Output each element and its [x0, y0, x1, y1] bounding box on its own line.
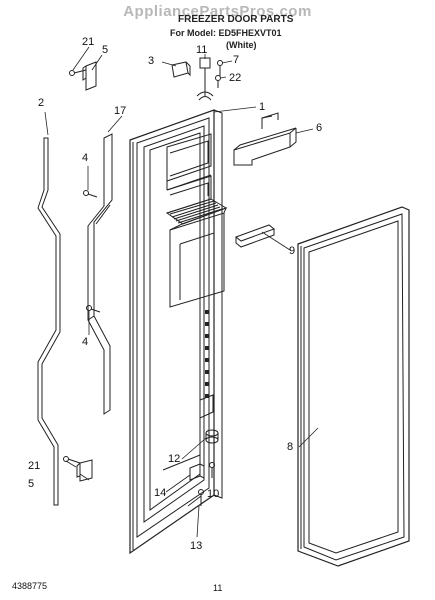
hinge-screw: [217, 60, 223, 76]
callout-21-upper: 21: [82, 36, 95, 48]
callout-2: 2: [38, 97, 45, 109]
callout-12: 12: [168, 453, 181, 465]
side-trim-strip: [37, 137, 61, 506]
callout-1: 1: [259, 101, 266, 113]
lower-hinge-bracket: [76, 459, 93, 482]
wire-harness-connector: [171, 61, 191, 78]
callout-11: 11: [196, 44, 208, 56]
model-line: For Model: ED5FHEXVT01: [170, 28, 282, 38]
callout-17: 17: [114, 105, 127, 117]
callout-4-lower: 4: [82, 336, 89, 348]
callout-21-lower: 21: [28, 460, 41, 472]
page-number: 11: [213, 583, 223, 593]
door-shelf-bin: [233, 112, 297, 166]
handle-screw-upper: [83, 190, 98, 198]
callout-14: 14: [154, 487, 167, 499]
upper-hinge-screw: [69, 69, 87, 76]
hinge-bushing: [196, 57, 214, 101]
callout-9: 9: [289, 245, 296, 257]
callout-4-upper: 4: [82, 152, 89, 164]
door-stop: [189, 463, 205, 481]
hinge-pin-bushing: [205, 429, 219, 444]
callout-8: 8: [287, 441, 294, 453]
callout-6: 6: [316, 122, 323, 134]
callout-13: 13: [190, 540, 203, 552]
diagram-title: FREEZER DOOR PARTS: [178, 14, 294, 25]
cam-screw: [209, 462, 215, 478]
door-handle-bar: [87, 133, 113, 415]
callout-22: 22: [229, 72, 242, 84]
door-liner: [129, 109, 228, 555]
leader-lines: [44, 46, 319, 538]
dispenser-trim: [234, 224, 276, 248]
watermark: AppliancePartsPros.com: [123, 3, 312, 20]
lower-screw: [198, 489, 204, 506]
callout-10: 10: [207, 488, 220, 500]
callout-3: 3: [148, 55, 155, 67]
color-variant: (White): [226, 40, 257, 50]
plug-screw: [215, 75, 221, 88]
lower-hinge-screw: [63, 456, 81, 464]
upper-hinge-bracket: [82, 61, 97, 91]
door-gasket: [297, 206, 410, 567]
handle-screw-lower: [86, 305, 101, 313]
callout-5-lower: 5: [28, 478, 35, 490]
document-code: 4388775: [12, 581, 48, 591]
callout-5-upper: 5: [102, 44, 109, 56]
callout-7: 7: [233, 54, 240, 66]
